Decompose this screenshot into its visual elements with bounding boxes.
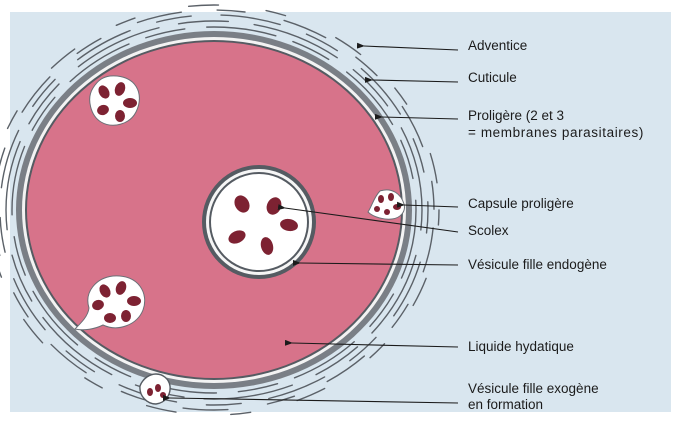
- label-proligere: Proligère (2 et 3: [468, 108, 564, 124]
- label-capsule-proligere: Capsule proligère: [468, 196, 574, 212]
- label-adventice: Adventice: [468, 38, 527, 54]
- label-proligere-note: = membranes parasitaires): [468, 125, 644, 141]
- vesicule-fille-endogene: [202, 165, 316, 279]
- vesicule-fille-exogene: [140, 374, 170, 404]
- label-scolex: Scolex: [468, 223, 509, 239]
- label-vesicule-exogene: Vésicule fille exogène: [468, 381, 599, 397]
- label-en-formation: en formation: [468, 397, 543, 413]
- label-vesicule-endogene: Vésicule fille endogène: [468, 257, 607, 273]
- label-liquide-hydatique: Liquide hydatique: [468, 339, 574, 355]
- label-cuticule: Cuticule: [468, 70, 517, 86]
- brood-capsule-top-left: [90, 76, 140, 125]
